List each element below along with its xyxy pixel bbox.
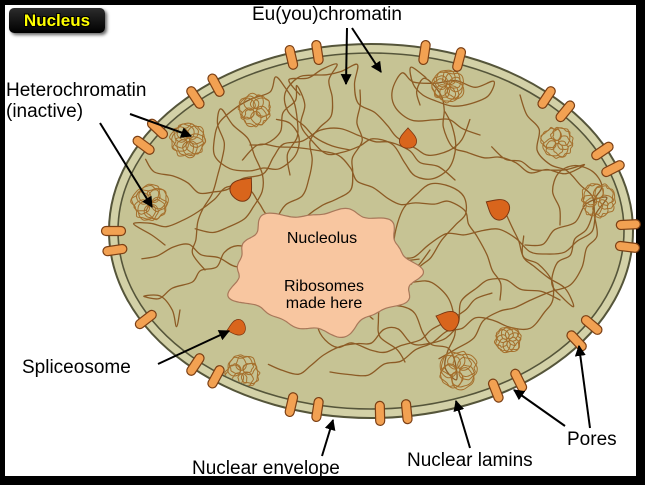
- nuclear-pore: [311, 396, 324, 423]
- euchromatin-strand: [438, 94, 598, 360]
- pointer-arrows: [99, 27, 591, 457]
- pores-label: Pores: [567, 429, 617, 450]
- heterochromatin-clump: [439, 350, 478, 391]
- particle: [435, 311, 460, 332]
- spliceosome-arrow: [157, 330, 230, 365]
- euchromatin-arrow: [340, 27, 352, 86]
- ribosomes-label-line2: made here: [286, 295, 363, 312]
- pores-arrow: [574, 344, 591, 429]
- ribosomes-label-line1: Ribosomes: [284, 278, 364, 295]
- nuclear-envelope-arrow: [321, 418, 336, 457]
- nuclear-pore: [487, 378, 504, 403]
- euchromatin-strand: [283, 63, 471, 156]
- euchromatin-strand: [391, 66, 495, 136]
- nuclear-lamins-label: Nuclear lamins: [407, 450, 533, 471]
- nuclear-pore: [418, 39, 431, 66]
- particle: [485, 199, 511, 221]
- heterochromatin-clump: [237, 94, 271, 128]
- euchromatin-strand: [191, 108, 264, 271]
- euchromatin-strand: [380, 196, 608, 264]
- heterochromatin-arrow: [99, 122, 153, 208]
- euchromatin-strand: [377, 182, 468, 363]
- euchromatin-strand: [241, 143, 502, 301]
- euchromatin-strand: [521, 164, 603, 308]
- nuclear-pore: [374, 400, 386, 426]
- heterochromatin-clump: [495, 327, 522, 353]
- nuclear-pore: [207, 365, 225, 389]
- nuclear-pore: [601, 160, 625, 178]
- euchromatin-strand: [329, 207, 555, 377]
- euchromatin-label: Eu(you)chromatin: [252, 4, 402, 25]
- nuclear-pore: [591, 141, 614, 161]
- spliceosome-particle: [226, 319, 246, 336]
- orange-particles: [226, 127, 511, 336]
- heterochromatin-clump: [130, 183, 169, 221]
- nuclear-pore: [100, 225, 127, 237]
- particle: [229, 177, 253, 202]
- heterochromatin-label: Heterochromatin: [6, 80, 146, 101]
- nuclear-pore: [555, 100, 576, 123]
- slide-title-text: Nucleus: [23, 11, 91, 30]
- nuclear-pore: [284, 44, 299, 70]
- heterochromatin-clump: [431, 70, 463, 103]
- nuclear-pore: [132, 135, 155, 155]
- heterochromatin-arrow: [129, 113, 193, 138]
- nuclear-pore: [537, 86, 556, 109]
- nuclear-pore: [186, 353, 205, 376]
- nuclear-pore: [615, 219, 641, 231]
- euchromatin-strand: [415, 77, 586, 175]
- nuclear-pore: [134, 309, 157, 330]
- slide-title: Nucleus: [9, 8, 105, 33]
- euchromatin-strand: [267, 278, 561, 375]
- heterochromatin-clump: [224, 354, 261, 388]
- heterochromatin-note: (inactive): [6, 101, 83, 122]
- euchromatin-arrow: [351, 27, 382, 73]
- nuclear-pore: [614, 240, 641, 253]
- pores-arrow: [513, 389, 566, 427]
- nuclear-pore: [207, 73, 225, 97]
- nuclear-pore: [580, 315, 603, 335]
- heterochromatin-clump: [540, 127, 574, 159]
- heterochromatin-clump: [582, 183, 615, 218]
- spliceosome-label: Spliceosome: [22, 357, 131, 378]
- heterochromatin-clump: [493, 326, 522, 354]
- euchromatin-strand: [212, 76, 300, 176]
- nuclear-pore: [452, 47, 467, 72]
- heterochromatin-clump: [580, 183, 617, 219]
- nuclear-pore: [284, 392, 299, 418]
- nuclear-pore: [186, 86, 205, 109]
- euchromatin: [132, 63, 608, 381]
- heterochromatin-clump: [171, 123, 207, 159]
- nuclear-envelope-label: Nuclear envelope: [192, 458, 340, 479]
- nucleolus: [227, 207, 425, 338]
- nuclear-lamins-arrow: [453, 399, 471, 449]
- nuclear-pore: [102, 243, 128, 257]
- nuclear-pores: [100, 39, 641, 426]
- particle: [399, 127, 417, 149]
- nuclear-pore: [400, 399, 413, 425]
- nucleolus-label: Nucleolus: [287, 230, 357, 247]
- nuclear-pore: [311, 39, 324, 66]
